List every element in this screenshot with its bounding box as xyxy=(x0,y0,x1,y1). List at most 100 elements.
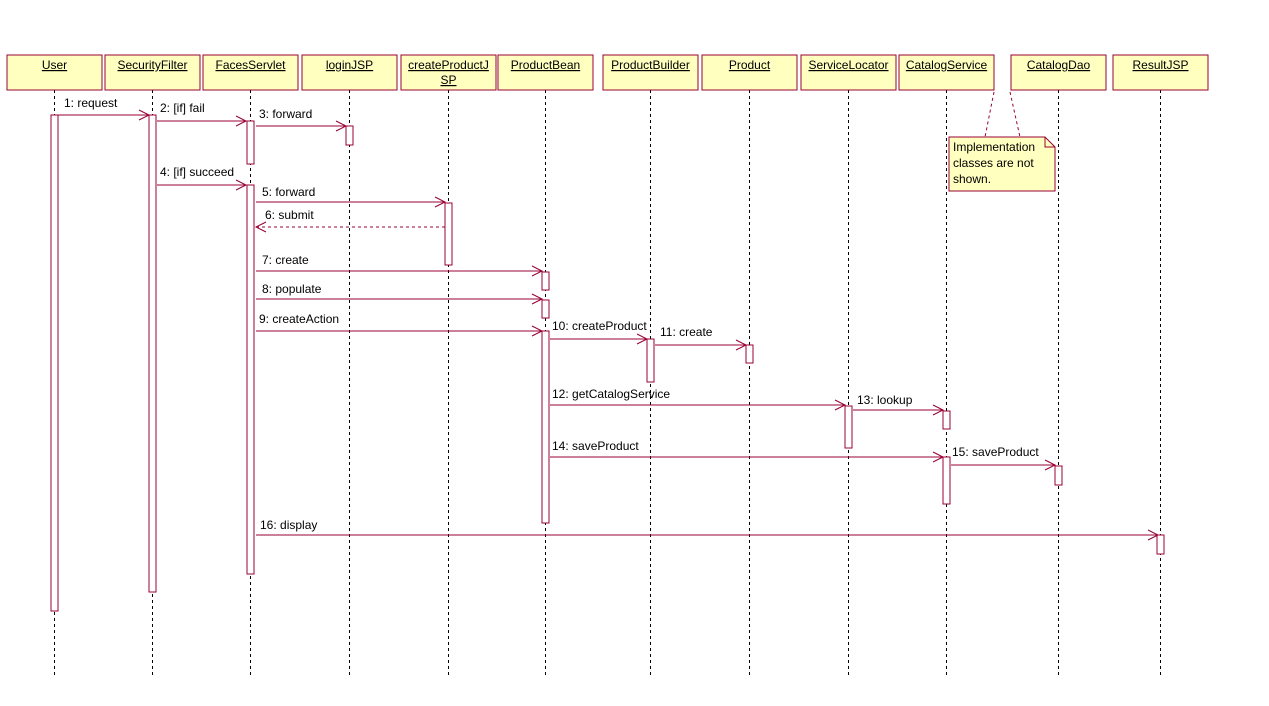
arrowhead xyxy=(531,265,544,277)
message-14: 14: saveProduct xyxy=(550,439,945,463)
participant-label: CatalogDao xyxy=(1027,58,1091,72)
message-7: 7: create xyxy=(256,253,544,277)
note-fold xyxy=(1044,137,1055,148)
participant-facesservlet: FacesServlet xyxy=(202,54,299,91)
participant-box xyxy=(497,54,594,91)
activation-product xyxy=(745,344,754,364)
message-label: 10: createProduct xyxy=(552,319,647,333)
message-10: 10: createProduct xyxy=(550,319,649,345)
participant-loginjsp: loginJSP xyxy=(301,54,398,91)
message-label: 1: request xyxy=(64,96,118,110)
participant-catalogdao: CatalogDao xyxy=(1010,54,1107,91)
message-label: 2: [if] fail xyxy=(160,101,205,115)
note-text-line: Implementation xyxy=(953,140,1035,154)
participant-label: SP xyxy=(440,73,456,87)
activation-productbean xyxy=(541,271,550,291)
arrowhead xyxy=(434,196,447,208)
note-implementation: Implementation classes are not shown. xyxy=(948,91,1056,192)
message-8: 8: populate xyxy=(256,282,544,305)
participant-box xyxy=(6,54,103,91)
arrowhead xyxy=(1044,459,1057,471)
participant-box xyxy=(1112,54,1209,91)
participant-label: ProductBuilder xyxy=(611,58,690,72)
note-connector xyxy=(984,91,995,138)
message-4: 4: [if] succeed xyxy=(157,165,248,191)
participant-user: User xyxy=(6,54,103,91)
participant-box xyxy=(800,54,897,91)
participant-product: Product xyxy=(701,54,798,91)
note: Implementation classes are not shown. xyxy=(948,91,1056,192)
arrowhead xyxy=(531,293,544,305)
arrowhead xyxy=(932,404,945,416)
message-label: 7: create xyxy=(262,253,309,267)
participant-label: User xyxy=(42,58,67,72)
participant-productbean: ProductBean xyxy=(497,54,594,91)
participant-label: Product xyxy=(729,58,771,72)
message-11: 11: create xyxy=(655,325,748,351)
message-label: 5: forward xyxy=(262,185,315,199)
participant-servicelocator: ServiceLocator xyxy=(800,54,897,91)
message-1: 1: request xyxy=(58,96,151,121)
activations xyxy=(50,114,1165,612)
participant-box xyxy=(400,54,497,91)
activation-catalogdao xyxy=(1054,465,1063,486)
activation-securityfilter xyxy=(148,114,157,593)
message-label: 16: display xyxy=(260,518,317,532)
participant-resultjsp: ResultJSP xyxy=(1112,54,1209,91)
arrowhead xyxy=(138,109,151,121)
message-label: 15: saveProduct xyxy=(952,445,1039,459)
activation-servicelocator xyxy=(844,405,853,449)
message-15: 15: saveProduct xyxy=(951,445,1057,471)
activation-user xyxy=(50,114,59,612)
arrowhead xyxy=(254,221,267,233)
arrowhead xyxy=(932,451,945,463)
participant-label: ResultJSP xyxy=(1132,58,1188,72)
activation-catalogservice xyxy=(942,456,951,505)
message-label: 14: saveProduct xyxy=(552,439,639,453)
message-label: 6: submit xyxy=(265,208,314,222)
participants: User SecurityFilter FacesServlet loginJSP cr… xyxy=(6,54,1209,91)
activation-facesservlet xyxy=(246,184,255,575)
activation-productbean xyxy=(541,299,550,319)
participant-label: ProductBean xyxy=(511,58,580,72)
message-9: 9: createAction xyxy=(256,312,544,337)
participant-box xyxy=(701,54,798,91)
participant-box xyxy=(301,54,398,91)
messages: 1: request 2: [if] fail 3: forward 4: [if] … xyxy=(58,96,1160,541)
arrowhead xyxy=(735,339,748,351)
message-label: 3: forward xyxy=(259,107,312,121)
message-13: 13: lookup xyxy=(853,393,945,416)
activation-resultjsp xyxy=(1156,534,1165,555)
activation-catalogservice xyxy=(942,410,951,430)
message-label: 12: getCatalogService xyxy=(552,387,670,401)
activation-createproductjsp xyxy=(444,202,453,266)
arrowhead xyxy=(531,325,544,337)
activation-facesservlet xyxy=(246,120,255,165)
participant-label: CatalogService xyxy=(906,58,988,72)
participant-box xyxy=(1010,54,1107,91)
participant-box xyxy=(602,54,699,91)
participant-box xyxy=(202,54,299,91)
message-3: 3: forward xyxy=(256,107,348,132)
arrowhead xyxy=(235,115,248,127)
message-2: 2: [if] fail xyxy=(157,101,248,127)
arrowhead xyxy=(1147,529,1160,541)
message-6: 6: submit xyxy=(254,208,445,233)
activation-productbean xyxy=(541,330,550,524)
participant-label: SecurityFilter xyxy=(117,58,187,72)
participant-label: loginJSP xyxy=(326,58,373,72)
activation-productbuilder xyxy=(646,338,655,383)
note-text-line: shown. xyxy=(953,172,991,186)
message-label: 4: [if] succeed xyxy=(160,165,234,179)
message-label: 9: createAction xyxy=(259,312,339,326)
participant-label: ServiceLocator xyxy=(808,58,888,72)
message-label: 13: lookup xyxy=(857,393,913,407)
note-text-line: classes are not xyxy=(953,156,1034,170)
arrowhead xyxy=(235,179,248,191)
note-connector xyxy=(1009,91,1021,138)
participant-productbuilder: ProductBuilder xyxy=(602,54,699,91)
message-12: 12: getCatalogService xyxy=(550,387,847,411)
message-16: 16: display xyxy=(256,518,1160,541)
